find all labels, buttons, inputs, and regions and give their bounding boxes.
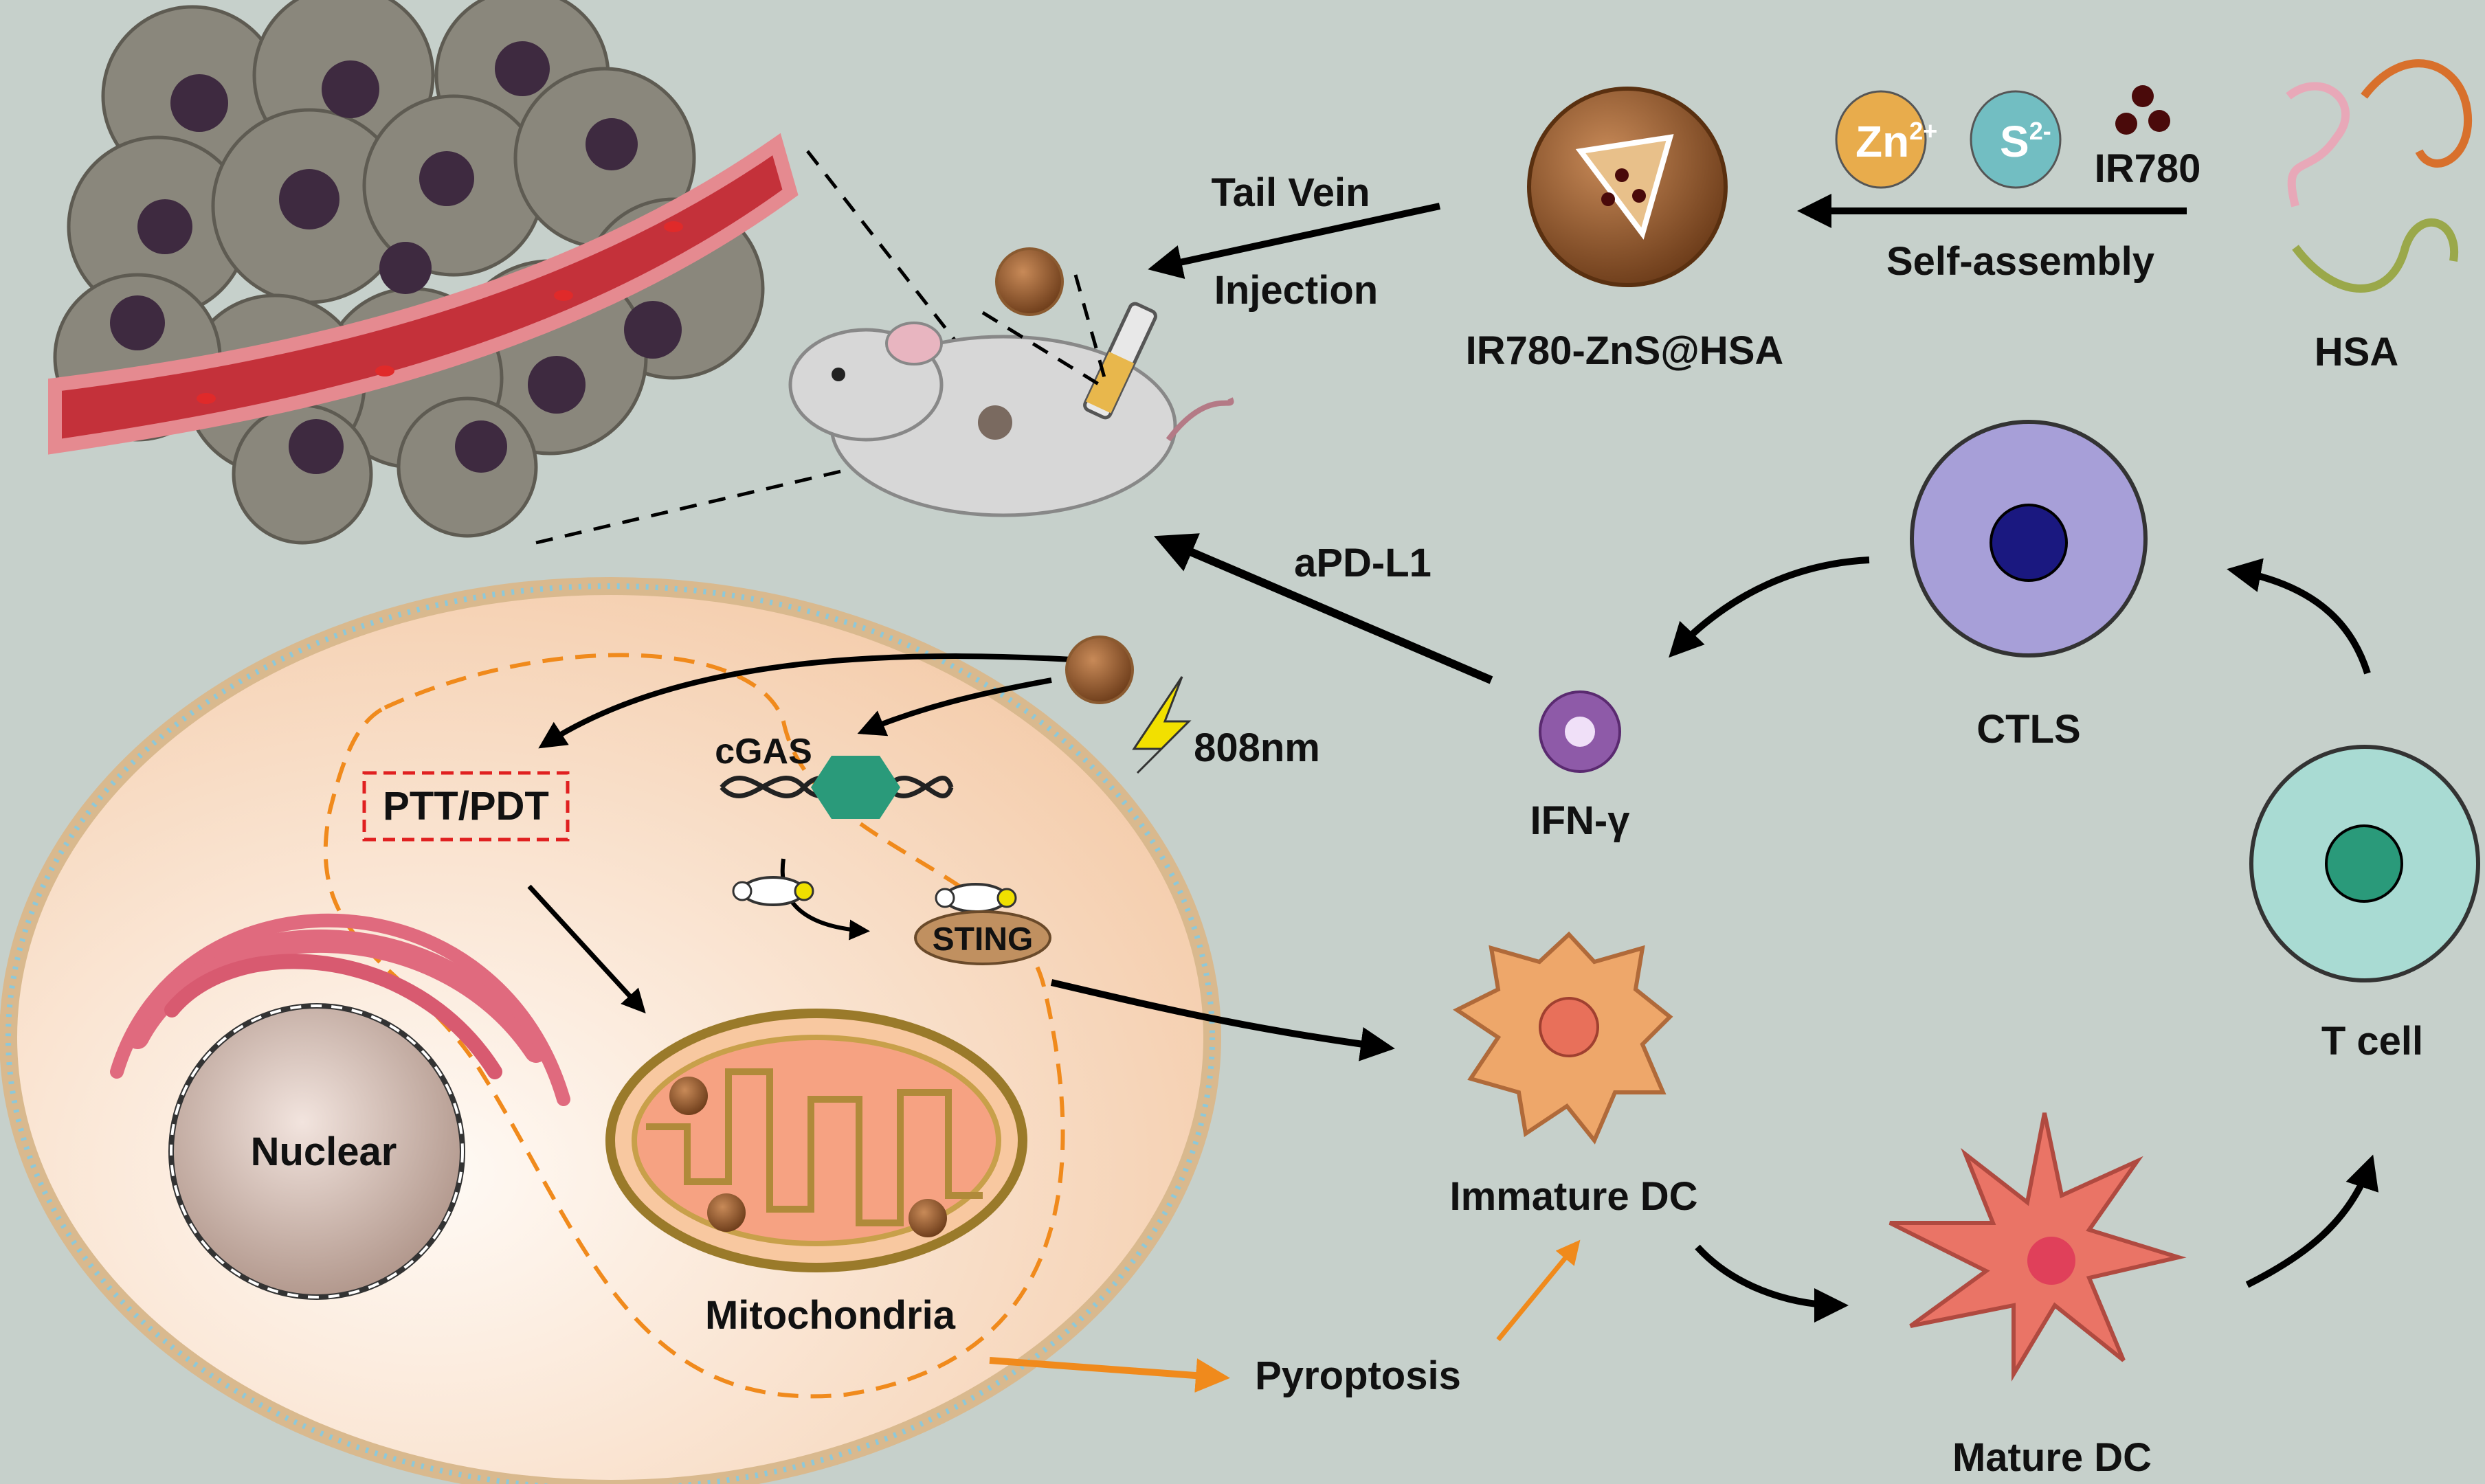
ifn-gamma-label: IFN-γ: [1530, 798, 1631, 843]
ptt-pdt-box: [362, 771, 570, 842]
ctls-label: CTLS: [1976, 707, 2080, 752]
apdl1-label: aPD-L1: [1294, 541, 1431, 585]
sting-label: STING: [933, 921, 1034, 958]
mouse-illustration: [788, 322, 1234, 517]
immature-dc-icon: [1453, 931, 1673, 1145]
mature-dc-icon: [1888, 1112, 2187, 1382]
ifn-gamma-icon: [1539, 690, 1621, 773]
s-ion-icon: [1970, 90, 2062, 189]
nanoparticle-icon: [1527, 87, 1728, 287]
cell-nanoparticle-icon: [1065, 636, 1134, 704]
t-cell-label: T cell: [2321, 1019, 2423, 1064]
ptt-pdt-label: PTT/PDT: [383, 784, 549, 829]
nanoparticle-label: IR780-ZnS@HSA: [1466, 328, 1784, 373]
zn-label: Zn2+: [1856, 117, 1937, 166]
mature-dc-label: Mature DC: [1952, 1435, 2152, 1480]
self-assembly-label: Self-assembly: [1886, 239, 2154, 284]
tail-vein-label: Tail Vein: [1211, 170, 1370, 215]
injected-nanoparticle: [995, 247, 1064, 316]
cgamp-icon: [732, 876, 1017, 913]
ctl-cell-icon: [1910, 420, 2148, 657]
hsa-protein-icon: [2286, 59, 2473, 293]
mitochondria-label: Mitochondria: [705, 1293, 956, 1338]
ir780-label: IR780: [2095, 146, 2201, 191]
endoplasmic-reticulum-icon: [110, 913, 570, 1106]
zn-ion-icon: [1835, 90, 1927, 189]
ir780-dots-icon: [2115, 85, 2170, 135]
pyroptosis-label: Pyroptosis: [1255, 1353, 1461, 1398]
nucleus-icon: [168, 1003, 465, 1300]
s-label: S2-: [2000, 117, 2051, 166]
cgas-label: cGAS: [715, 732, 812, 772]
tumor-cell: [0, 577, 1221, 1484]
hsa-label: HSA: [2315, 330, 2398, 374]
injection-label: Injection: [1214, 268, 1378, 313]
cgas-enzyme-icon: [811, 756, 900, 819]
t-cell-icon: [2249, 745, 2480, 982]
syringe-icon: [1083, 302, 1157, 420]
mitochondria-icon: [605, 1009, 1027, 1272]
laser-lightning-icon: [1132, 676, 1192, 774]
immature-dc-label: Immature DC: [1450, 1174, 1698, 1219]
sting-icon: [914, 910, 1051, 965]
blood-vessel: [48, 133, 799, 455]
laser-label: 808nm: [1194, 726, 1320, 770]
nuclear-label: Nuclear: [251, 1129, 397, 1174]
